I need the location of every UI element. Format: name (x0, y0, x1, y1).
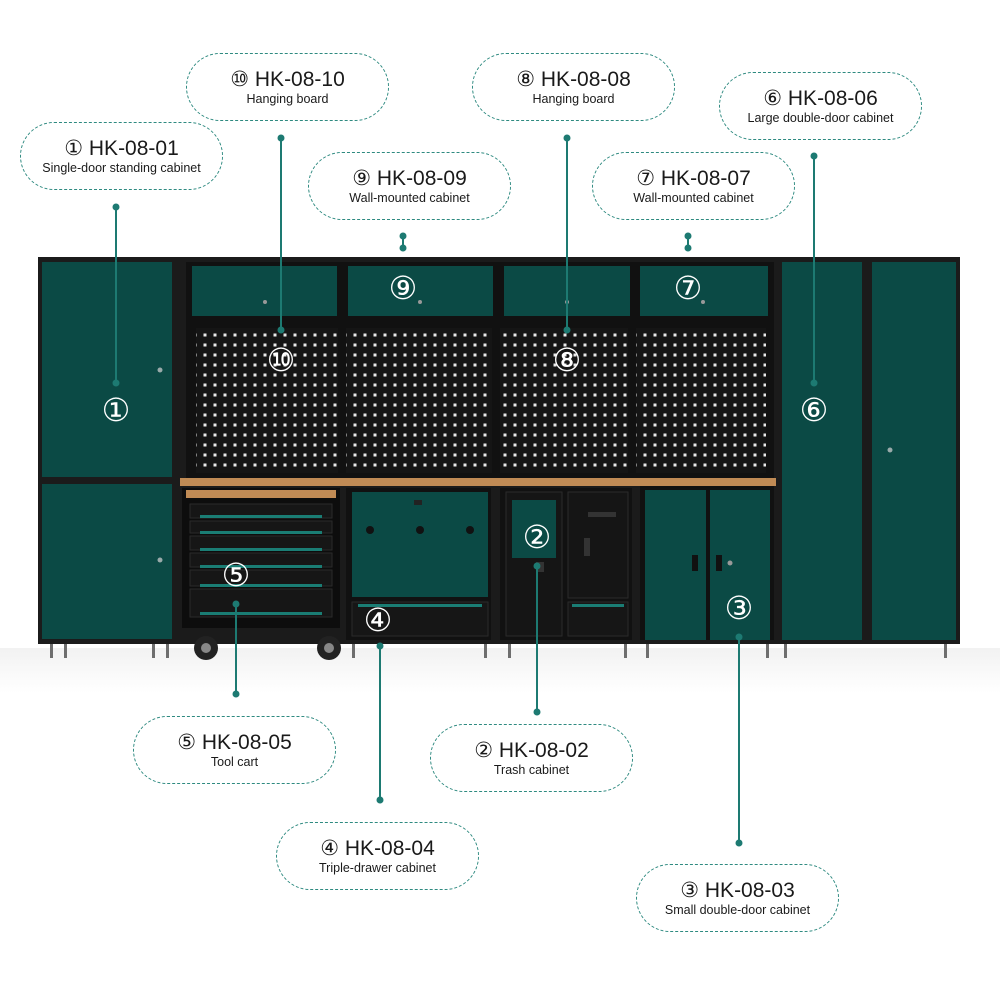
leader-dot (376, 796, 384, 804)
image-marker: ⑨ (389, 269, 418, 307)
small-double-door-cabinet (640, 486, 774, 640)
leader-dot (810, 152, 818, 160)
callout-marker: ① (64, 136, 84, 160)
leader-dot (684, 232, 692, 240)
leader-dot (735, 633, 743, 641)
callout-hk-08-04: ④ HK-08-04 Triple-drawer cabinet (276, 822, 479, 890)
leader-dot (277, 326, 285, 334)
callout-marker: ② (474, 738, 494, 762)
callout-name: Large double-door cabinet (747, 111, 894, 125)
leader-dot (810, 379, 818, 387)
leader-dot (735, 839, 743, 847)
callout-code: HK-08-02 (498, 739, 589, 762)
callout-code: HK-08-09 (376, 167, 467, 190)
callout-marker: ⑩ (230, 67, 250, 91)
leveling-feet (50, 644, 947, 658)
floor-shadow (0, 648, 1000, 693)
callout-name: Wall-mounted cabinet (349, 191, 470, 205)
trash-cabinet (500, 488, 632, 640)
leader-dot (684, 244, 692, 252)
callout-code: HK-08-01 (88, 137, 179, 160)
leader-lines (112, 134, 818, 847)
callout-hk-08-05: ⑤ HK-08-05 Tool cart (133, 716, 336, 784)
callout-marker: ④ (320, 836, 340, 860)
image-marker: ⑧ (553, 341, 582, 379)
callout-name: Small double-door cabinet (664, 903, 811, 917)
callout-code: HK-08-03 (704, 879, 795, 902)
image-marker: ⑦ (674, 269, 703, 307)
callout-code: HK-08-05 (201, 731, 292, 754)
callout-code: HK-08-07 (660, 167, 751, 190)
callout-marker: ⑦ (636, 166, 656, 190)
callout-code: HK-08-08 (540, 68, 631, 91)
leader-dot (563, 134, 571, 142)
leader-dot (533, 562, 541, 570)
leader-dot (277, 134, 285, 142)
callout-name: Trash cabinet (493, 763, 570, 777)
triple-drawer-cabinet (346, 488, 491, 640)
callout-hk-08-07: ⑦ HK-08-07 Wall-mounted cabinet (592, 152, 795, 220)
leader-dot (112, 379, 120, 387)
callout-name: Tool cart (210, 755, 259, 769)
wooden-worktop (180, 478, 778, 486)
hanging-boards (186, 322, 774, 478)
callout-hk-08-08: ⑧ HK-08-08 Hanging board (472, 53, 675, 121)
callout-hk-08-02: ② HK-08-02 Trash cabinet (430, 724, 633, 792)
image-marker: ④ (364, 601, 393, 639)
leader-dot (533, 708, 541, 716)
leader-dot (563, 326, 571, 334)
image-marker: ③ (725, 589, 754, 627)
callout-name: Hanging board (246, 92, 329, 106)
image-marker: ① (102, 391, 131, 429)
wall-mounted-cabinets (186, 262, 774, 322)
callout-code: HK-08-10 (254, 68, 345, 91)
callout-marker: ⑥ (763, 86, 783, 110)
callout-name: Hanging board (532, 92, 615, 106)
large-double-door-cabinet (776, 258, 960, 644)
image-marker: ⑥ (800, 391, 829, 429)
leader-dot (232, 600, 240, 608)
callout-marker: ⑧ (516, 67, 536, 91)
leader-dot (112, 203, 120, 211)
leader-dot (399, 244, 407, 252)
callout-marker: ⑨ (352, 166, 372, 190)
image-markers: ⑩ ⑨ ⑧ ⑦ ⑥ ① ② ③ ④ ⑤ (102, 269, 829, 639)
callout-marker: ⑤ (177, 730, 197, 754)
callout-hk-08-10: ⑩ HK-08-10 Hanging board (186, 53, 389, 121)
callout-name: Triple-drawer cabinet (319, 861, 436, 875)
callout-marker: ③ (680, 878, 700, 902)
single-door-standing-cabinet (42, 262, 172, 639)
callout-hk-08-06: ⑥ HK-08-06 Large double-door cabinet (719, 72, 922, 140)
leader-dot (232, 690, 240, 698)
callout-hk-08-01: ① HK-08-01 Single-door standing cabinet (20, 122, 223, 190)
callout-hk-08-09: ⑨ HK-08-09 Wall-mounted cabinet (308, 152, 511, 220)
image-marker: ⑤ (222, 556, 251, 594)
leader-dot (399, 232, 407, 240)
image-marker: ② (523, 518, 552, 556)
leader-dot (376, 642, 384, 650)
callout-code: HK-08-06 (787, 87, 878, 110)
callout-code: HK-08-04 (344, 837, 435, 860)
callout-hk-08-03: ③ HK-08-03 Small double-door cabinet (636, 864, 839, 932)
callout-name: Wall-mounted cabinet (633, 191, 754, 205)
tool-cart (182, 488, 341, 660)
callout-name: Single-door standing cabinet (42, 161, 201, 175)
image-marker: ⑩ (267, 341, 296, 379)
